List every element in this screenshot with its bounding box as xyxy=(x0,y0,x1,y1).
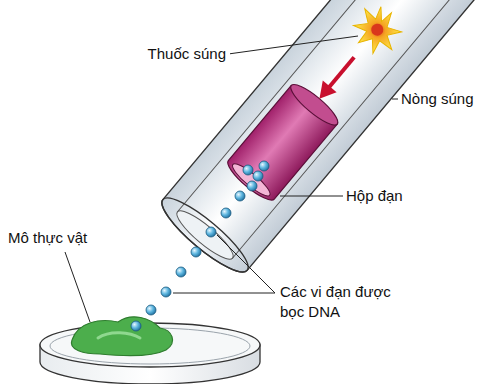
cartridge xyxy=(223,79,342,205)
part-label: Các vi đạn được bọc DNA xyxy=(280,282,408,321)
plant-tissue xyxy=(71,317,172,356)
part-label: Thuốc súng xyxy=(148,44,226,64)
petri-dish xyxy=(40,317,260,384)
leader-line xyxy=(392,99,398,100)
gun-barrel xyxy=(154,0,479,281)
leader-line xyxy=(280,196,343,197)
gunpowder-blast xyxy=(346,0,410,62)
part-label: Nòng súng xyxy=(401,89,474,109)
leader-lines xyxy=(65,36,398,322)
leader-line xyxy=(173,293,275,294)
part-label: Hộp đạn xyxy=(346,186,403,206)
part-label: Mô thực vật xyxy=(8,228,87,248)
leader-line xyxy=(65,252,90,322)
leader-line xyxy=(217,235,275,293)
thrust-arrow xyxy=(328,57,354,88)
dna-coated-microprojectiles xyxy=(131,161,269,331)
leader-line xyxy=(230,36,358,54)
thrust-arrowhead xyxy=(313,81,337,105)
